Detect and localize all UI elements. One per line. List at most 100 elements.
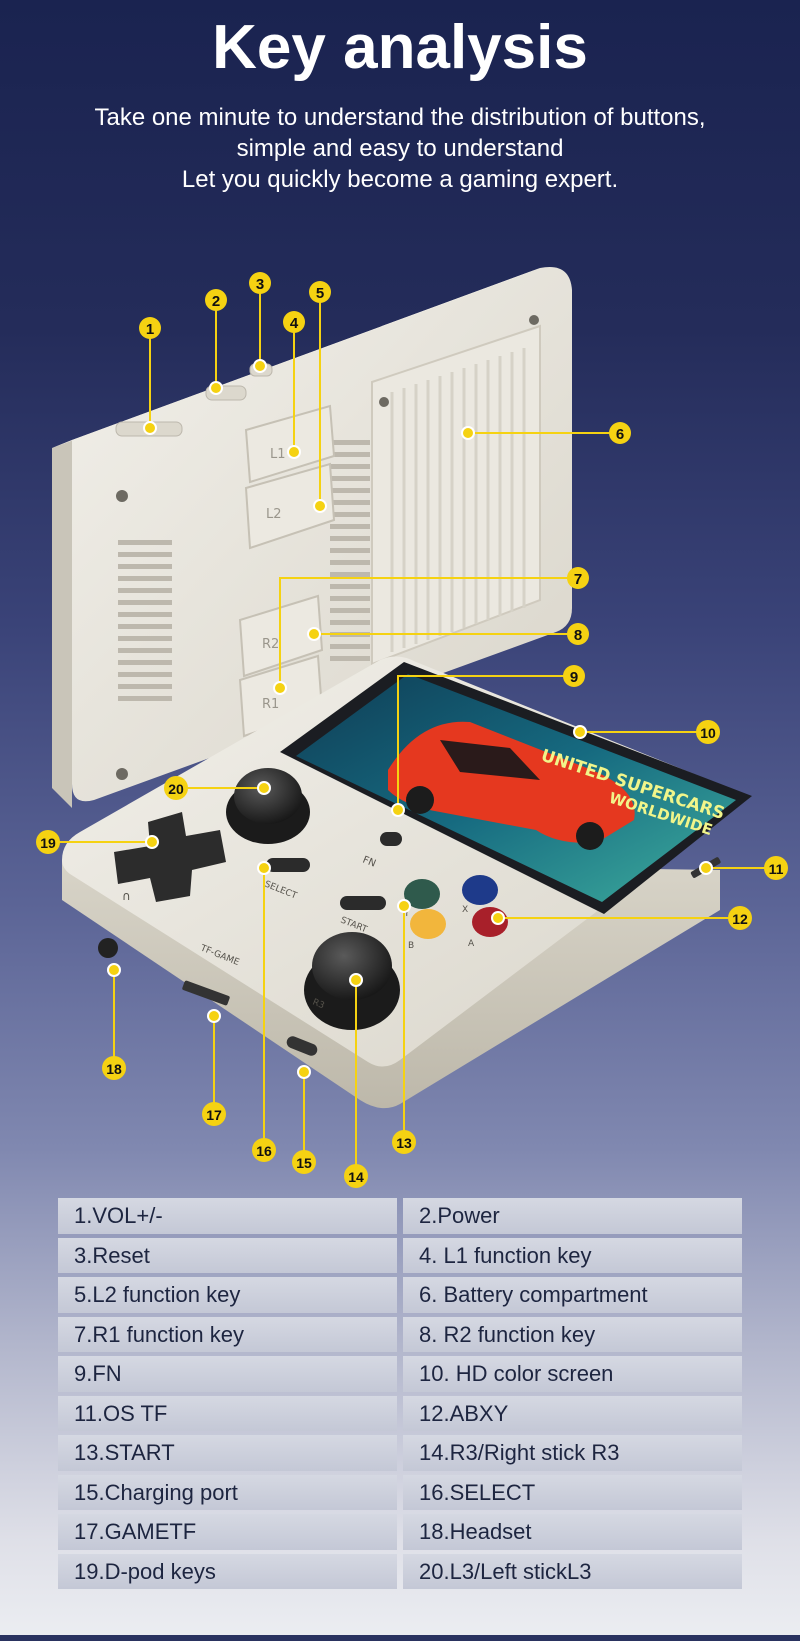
page-title: Key analysis bbox=[212, 13, 588, 82]
callout-dot bbox=[253, 359, 267, 373]
svg-text:10: 10 bbox=[700, 725, 716, 741]
callout-1: 1 bbox=[139, 317, 161, 339]
table-cell: 12.ABXY bbox=[403, 1395, 742, 1431]
svg-text:20: 20 bbox=[168, 781, 184, 797]
callout-19: 19 bbox=[36, 830, 60, 854]
dpad bbox=[114, 812, 226, 902]
table-cell: 14.R3/Right stick R3 bbox=[403, 1435, 742, 1471]
subtitle-line: Let you quickly become a gaming expert. bbox=[181, 166, 619, 193]
callout-dot bbox=[107, 963, 121, 977]
callout-lines bbox=[48, 283, 774, 1170]
svg-text:13: 13 bbox=[396, 1135, 412, 1151]
svg-text:17: 17 bbox=[206, 1107, 222, 1123]
svg-text:5: 5 bbox=[316, 285, 324, 302]
trigger-l1 bbox=[244, 404, 336, 484]
trigger-label-r2: R2 bbox=[262, 637, 279, 652]
subtitle-line: Take one minute to understand the distri… bbox=[94, 104, 706, 131]
table-cell: 11.OS TF bbox=[58, 1395, 397, 1431]
table-cell: 7.R1 function key bbox=[58, 1316, 397, 1352]
table-cell: 1.VOL+/- bbox=[58, 1198, 397, 1234]
table-cell: 20.L3/Left stickL3 bbox=[403, 1553, 742, 1589]
svg-text:1: 1 bbox=[146, 321, 154, 338]
svg-text:16: 16 bbox=[256, 1143, 272, 1159]
table-cell: 3.Reset bbox=[58, 1237, 397, 1273]
label-y: Y bbox=[403, 909, 410, 919]
svg-text:15: 15 bbox=[296, 1155, 312, 1171]
screw-hole bbox=[529, 315, 539, 325]
label-a: A bbox=[468, 939, 475, 949]
callout-12: 12 bbox=[728, 906, 752, 930]
svg-text:2: 2 bbox=[212, 293, 220, 310]
callout-dot bbox=[297, 1065, 311, 1079]
callout-dot bbox=[461, 426, 475, 440]
label-b: B bbox=[408, 941, 414, 951]
fn-button bbox=[380, 832, 402, 846]
callout-13: 13 bbox=[392, 1130, 416, 1154]
trigger-label-l1: L1 bbox=[270, 447, 286, 462]
trigger-l2 bbox=[244, 462, 336, 550]
select-button bbox=[266, 858, 310, 872]
callout-15: 15 bbox=[292, 1150, 316, 1174]
back-shell-side bbox=[52, 440, 72, 808]
table-row: 3.Reset 4. L1 function key bbox=[58, 1237, 742, 1273]
label-fn: FN bbox=[361, 855, 377, 870]
callout-dot bbox=[207, 1009, 221, 1023]
callout-dot bbox=[573, 725, 587, 739]
tf-game-slot bbox=[182, 980, 230, 1006]
callout-dot bbox=[143, 421, 157, 435]
table-row: 15.Charging port 16.SELECT bbox=[58, 1474, 742, 1510]
callout-dot bbox=[273, 681, 287, 695]
callout-5: 5 bbox=[309, 281, 331, 303]
callout-dot bbox=[287, 445, 301, 459]
table-row: 5.L2 function key 6. Battery compartment bbox=[58, 1277, 742, 1313]
start-button bbox=[340, 896, 386, 910]
svg-text:18: 18 bbox=[106, 1061, 122, 1077]
callout-6: 6 bbox=[609, 422, 631, 444]
screw-hole bbox=[116, 490, 128, 502]
label-x: X bbox=[462, 905, 468, 915]
callout-8: 8 bbox=[567, 623, 589, 645]
callout-dot bbox=[349, 973, 363, 987]
callout-dot bbox=[397, 899, 411, 913]
callout-9: 9 bbox=[563, 665, 585, 687]
callout-11: 11 bbox=[764, 856, 788, 880]
callout-4: 4 bbox=[283, 311, 305, 333]
table-row: 13.START 14.R3/Right stick R3 bbox=[58, 1435, 742, 1471]
callout-dot bbox=[391, 803, 405, 817]
charging-port bbox=[286, 1036, 318, 1056]
callout-dot bbox=[209, 381, 223, 395]
back-top-edge bbox=[52, 268, 540, 448]
svg-text:4: 4 bbox=[290, 315, 299, 332]
callout-10: 10 bbox=[696, 720, 720, 744]
callout-7: 7 bbox=[567, 567, 589, 589]
subtitle: Take one minute to understand the distri… bbox=[0, 102, 800, 195]
callout-17: 17 bbox=[202, 1102, 226, 1126]
svg-text:8: 8 bbox=[574, 627, 582, 644]
table-cell: 16.SELECT bbox=[403, 1474, 742, 1510]
label-headset: ∩ bbox=[122, 889, 131, 903]
screw-hole bbox=[116, 768, 128, 780]
screw-hole bbox=[379, 397, 389, 407]
svg-text:6: 6 bbox=[616, 426, 624, 443]
button-y bbox=[404, 879, 440, 909]
subtitle-line: simple and easy to understand bbox=[236, 135, 564, 162]
table-cell: 2.Power bbox=[403, 1198, 742, 1234]
svg-text:11: 11 bbox=[769, 861, 784, 877]
svg-text:12: 12 bbox=[732, 911, 748, 927]
left-stick-cap bbox=[234, 768, 302, 824]
table-row: 11.OS TF 12.ABXY bbox=[58, 1395, 742, 1431]
callout-3: 3 bbox=[249, 272, 271, 294]
button-b bbox=[410, 909, 446, 939]
key-legend-table: 1.VOL+/- 2.Power 3.Reset 4. L1 function … bbox=[58, 1198, 742, 1593]
callout-dots bbox=[107, 359, 713, 1079]
trigger-label-l2: L2 bbox=[266, 507, 282, 522]
table-row: 19.D-pod keys 20.L3/Left stickL3 bbox=[58, 1553, 742, 1589]
table-row: 7.R1 function key 8. R2 function key bbox=[58, 1316, 742, 1352]
headset-jack bbox=[98, 938, 118, 958]
table-row: 17.GAMETF 18.Headset bbox=[58, 1514, 742, 1550]
table-row: 1.VOL+/- 2.Power bbox=[58, 1198, 742, 1234]
table-cell: 6. Battery compartment bbox=[403, 1277, 742, 1313]
table-cell: 15.Charging port bbox=[58, 1474, 397, 1510]
table-cell: 5.L2 function key bbox=[58, 1277, 397, 1313]
table-cell: 17.GAMETF bbox=[58, 1514, 397, 1550]
